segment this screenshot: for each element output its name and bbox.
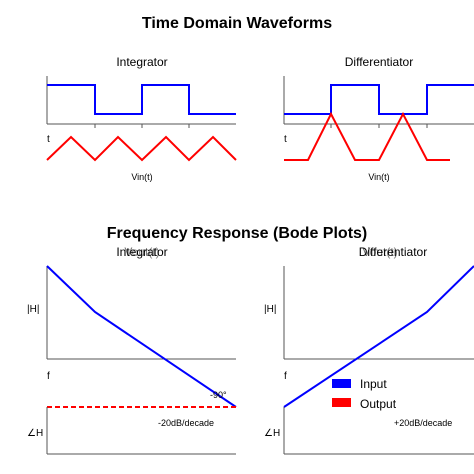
- integrator-f-label: f: [47, 371, 50, 382]
- integrator-time-ticks: [94, 124, 190, 128]
- integrator-time-panel: Integrator t Vin(t): [46, 55, 237, 182]
- differentiator-slope-label: +20dB/decade: [394, 418, 452, 428]
- differentiator-f-label: f: [284, 371, 287, 382]
- differentiator-magnitude-line: [283, 265, 474, 408]
- integrator-output-triangle-wave: [46, 135, 237, 162]
- integrator-magnitude-line: [46, 265, 237, 408]
- differentiator-bode-panel: Differentiator Vout(t) |H| f +20dB/decad…: [264, 245, 474, 455]
- integrator-input-square-wave: [47, 84, 236, 115]
- differentiator-bode-overlap-text: Vout(t): [362, 245, 397, 259]
- legend: Input Output: [332, 377, 397, 411]
- differentiator-input-square-wave: [284, 84, 474, 115]
- integrator-bode-title: Integrator: [116, 245, 167, 259]
- frequency-title: Frequency Response (Bode Plots): [107, 225, 368, 242]
- legend-input-swatch: [332, 379, 351, 388]
- integrator-phase-value: -90°: [210, 390, 227, 400]
- differentiator-time-title: Differentiator: [345, 55, 413, 69]
- integrator-bode-overlap-text: Vout(t): [124, 245, 159, 259]
- differentiator-output-spike-wave: [284, 111, 450, 161]
- integrator-mag-label: |H|: [27, 304, 39, 315]
- differentiator-phase-label: ∠H: [264, 428, 280, 439]
- integrator-phase-label: ∠H: [27, 428, 43, 439]
- legend-output-label: Output: [360, 397, 397, 411]
- integrator-time-title: Integrator: [116, 55, 167, 69]
- integrator-t-label: t: [47, 134, 50, 145]
- differentiator-time-ticks: [330, 124, 428, 128]
- differentiator-bode-title: Differentiator: [359, 245, 427, 259]
- integrator-bode-panel: Integrator Vout(t) |H| f -90° -20dB/deca…: [27, 245, 237, 455]
- differentiator-mag-label: |H|: [264, 304, 276, 315]
- legend-output-swatch: [332, 398, 351, 407]
- integrator-slope-label: -20dB/decade: [158, 418, 214, 428]
- differentiator-time-panel: Differentiator t Vin(t): [283, 55, 474, 182]
- differentiator-vin-label: Vin(t): [368, 172, 389, 182]
- legend-input-label: Input: [360, 377, 387, 391]
- integrator-vin-label: Vin(t): [131, 172, 152, 182]
- time-domain-title: Time Domain Waveforms: [142, 15, 332, 32]
- differentiator-t-label: t: [284, 134, 287, 145]
